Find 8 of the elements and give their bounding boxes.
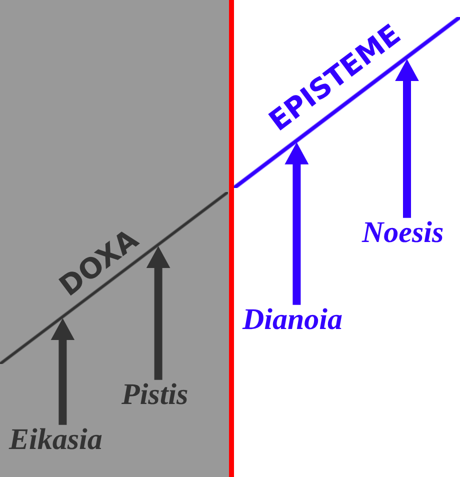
arrow (146, 246, 170, 380)
term-label: Dianoia (242, 304, 343, 335)
term-label: Pistis (122, 380, 188, 410)
arrow (395, 59, 419, 218)
term-label: Eikasia (9, 424, 102, 455)
arrow (284, 142, 309, 305)
term-label: Noesis (362, 218, 444, 248)
arrow (50, 318, 75, 425)
